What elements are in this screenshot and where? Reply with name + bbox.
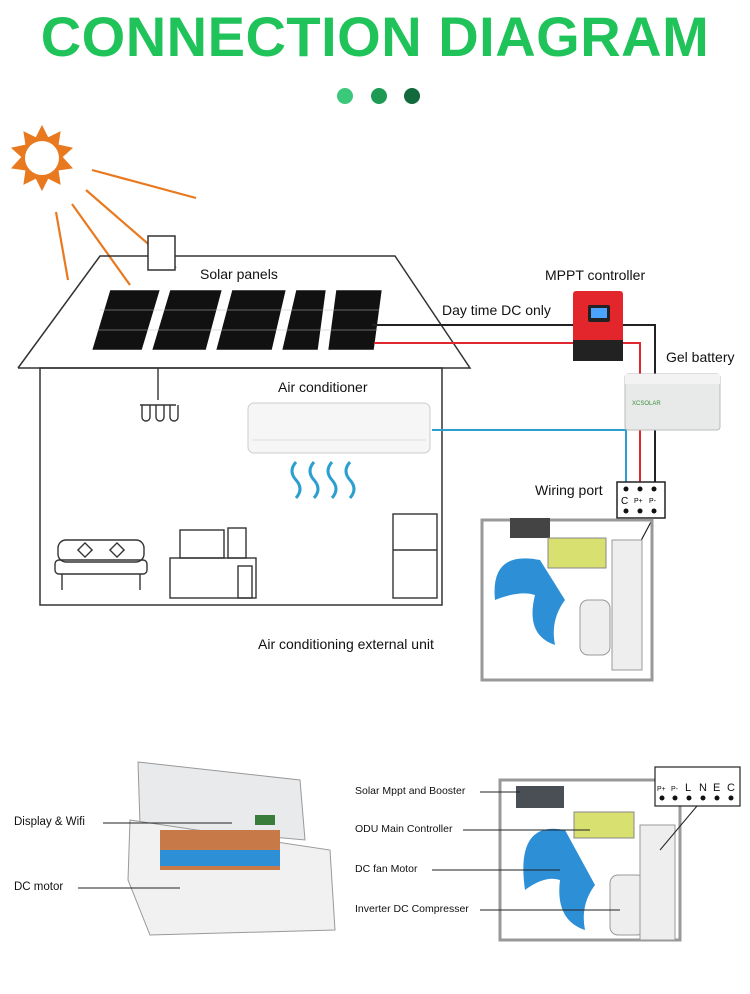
decor-dot: [404, 88, 420, 104]
solar-panels: [91, 289, 383, 351]
indoor-unit-image: [78, 761, 336, 936]
decor-dot: [337, 88, 353, 104]
furniture: [54, 368, 438, 599]
air-conditioner: [247, 402, 431, 454]
gel-battery-label: Gel battery: [666, 349, 735, 365]
external-unit-label: Air conditioning external unit: [258, 636, 434, 652]
odu-label-mppt: Solar Mppt and Booster: [355, 785, 466, 797]
panel-grid: [96, 309, 380, 331]
svg-text:P+: P+: [657, 786, 666, 793]
svg-text:N: N: [699, 782, 707, 794]
svg-text:C: C: [727, 782, 735, 794]
solar-panels-label: Solar panels: [200, 266, 278, 282]
mppt-controller: [573, 291, 623, 361]
air-conditioner-label: Air conditioner: [278, 379, 368, 395]
house: [17, 235, 472, 606]
day-time-label: Day time DC only: [442, 302, 551, 318]
svg-text:P-: P-: [671, 786, 679, 793]
decor-dot: [371, 88, 387, 104]
dc-motor-label: DC motor: [14, 881, 64, 893]
odu-label-compressor: Inverter DC Compresser: [355, 903, 469, 915]
outdoor-unit-image: [480, 518, 654, 682]
svg-text:E: E: [713, 782, 720, 794]
display-wifi-label: Display & Wifi: [14, 816, 85, 828]
svg-text:L: L: [685, 782, 691, 794]
sun-icon: [10, 124, 197, 286]
svg-text:P-: P-: [649, 498, 657, 505]
mppt-controller-label: MPPT controller: [545, 267, 646, 283]
svg-text:XCSOLAR: XCSOLAR: [632, 401, 661, 407]
wiring-port: C P+ P-: [616, 481, 666, 581]
odu-label-fan-motor: DC fan Motor: [355, 863, 418, 875]
svg-text:P+: P+: [634, 498, 643, 505]
airflow-icon: [290, 461, 356, 499]
wiring-port-label: Wiring port: [535, 482, 603, 498]
page-title: CONNECTION DIAGRAM: [40, 5, 710, 68]
odu-label-controller: ODU Main Controller: [355, 823, 453, 835]
odu-image: P+ P- L N E C: [432, 766, 741, 942]
svg-text:C: C: [621, 496, 628, 507]
gel-battery: XCSOLAR: [624, 373, 721, 431]
